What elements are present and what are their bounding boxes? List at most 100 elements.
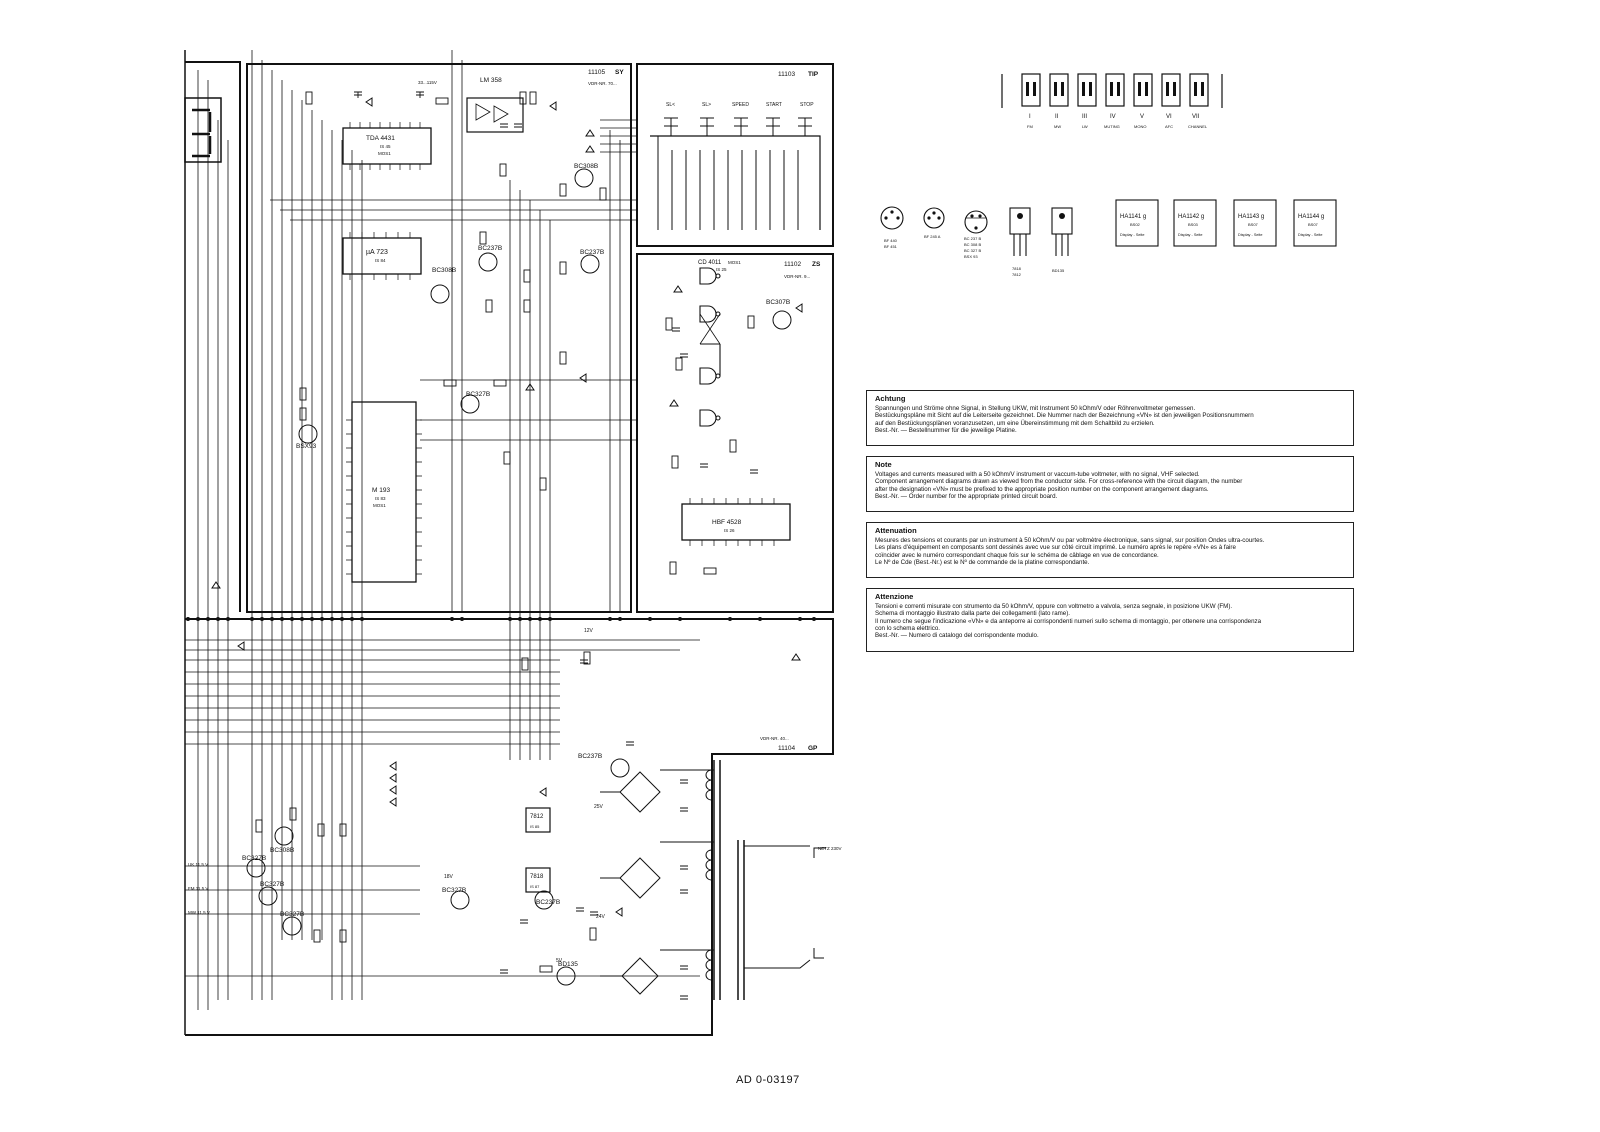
display-part-name: HA1141 g <box>1120 214 1146 220</box>
note-text: Mesures des tensions et courants par un … <box>875 537 1265 566</box>
supply-label: UK 11,5 V <box>188 862 208 867</box>
ic-lm358-label: LM 358 <box>480 77 502 84</box>
note-italian: Attenzione Tensioni e correnti misurate … <box>866 588 1354 652</box>
ic-m193-ref: IS 83 <box>375 496 386 501</box>
display-part-ref: BS07 <box>1308 222 1319 227</box>
ic-ua723-label: µA 723 <box>366 249 388 256</box>
package-label: BD135 <box>1052 268 1065 273</box>
supply-label: NETZ 230V <box>818 846 842 851</box>
document-code: AD 0-03197 <box>736 1074 800 1086</box>
module-gp-number: 11104 <box>778 745 795 752</box>
tip-button-label: SL> <box>702 102 711 108</box>
supply-label: 25V <box>594 804 604 810</box>
module-zs-number: 11102 <box>784 261 801 268</box>
transistor-label: BC327B <box>442 887 466 894</box>
transistor-label: BC308B <box>270 847 294 854</box>
supply-label: 33...115V <box>418 80 437 85</box>
module-sy-tag: SY <box>615 69 624 76</box>
transistor-label: BC327B <box>242 855 266 862</box>
transistor-label: BC237B <box>578 753 602 760</box>
transistor-label: BC307B <box>766 299 790 306</box>
ic-7812-label: 7812 <box>530 814 544 820</box>
module-sy-number: 11105 <box>588 69 605 76</box>
package-label: BSX 93 <box>964 254 978 259</box>
switch-function: MW <box>1054 124 1061 129</box>
supply-label: FM 11,5 V <box>188 886 208 891</box>
module-gp-tag: GP <box>808 745 818 752</box>
note-english: Note Voltages and currents measured with… <box>866 456 1354 512</box>
tip-button-label: SL< <box>666 102 675 108</box>
ic-cd4011-ref: IS 25 <box>716 267 727 272</box>
transistor-label: BC237B <box>478 245 502 252</box>
package-label: 7812 <box>1012 272 1022 277</box>
display-part-name: HA1143 g <box>1238 214 1264 220</box>
transistor-label: BC327B <box>280 911 304 918</box>
package-label: BF 451 <box>884 244 898 249</box>
module-gp-vdr: VDR-NR. 40... <box>760 736 789 741</box>
note-heading: Achtung <box>875 394 906 403</box>
supply-label: 12V <box>584 628 594 634</box>
switch-numeral: VII <box>1192 114 1200 120</box>
note-heading: Note <box>875 460 892 469</box>
display-part-side: Display - Seite <box>1120 233 1144 237</box>
ic-7818-ref: IS 87 <box>530 884 540 889</box>
package-label: BC 308 B <box>964 242 981 247</box>
switch-numeral: I <box>1029 114 1031 120</box>
supply-label: MW 11,5 V <box>188 910 210 915</box>
ic-cd4011-sub: MOS1 <box>728 260 741 265</box>
display-part-side: Display - Seite <box>1298 233 1322 237</box>
supply-label: 5V <box>556 958 563 964</box>
ic-hbf4528-ref: IS 26 <box>724 528 735 533</box>
transistor-label: BSX93 <box>296 443 317 450</box>
package-label: BC 237 B <box>964 236 981 241</box>
display-part-ref: BS03 <box>1188 222 1199 227</box>
note-heading: Attenzione <box>875 592 914 601</box>
note-french: Attenuation Mesures des tensions et cour… <box>866 522 1354 578</box>
switch-numeral: IV <box>1110 114 1116 120</box>
ic-tda4431-label: TDA 4431 <box>366 135 395 142</box>
note-text: Tensioni e correnti misurate con strumen… <box>875 603 1262 640</box>
display-part-name: HA1144 g <box>1298 214 1324 220</box>
switch-numeral: II <box>1055 114 1059 120</box>
transistor-label: BC237B <box>536 899 560 906</box>
package-label: 7818 <box>1012 266 1022 271</box>
ic-tda4431-sub: MOS1 <box>378 151 391 156</box>
transistor-label: BC308B <box>432 267 456 274</box>
package-label: BF 245 A <box>924 234 941 239</box>
switch-function: FM <box>1027 124 1033 129</box>
ic-hbf4528-label: HBF 4528 <box>712 519 742 526</box>
switch-numeral: V <box>1140 114 1144 120</box>
display-part-side: Display - Seite <box>1178 233 1202 237</box>
package-label: BF 440 <box>884 238 898 243</box>
module-zs-tag: ZS <box>812 261 821 268</box>
ic-m193-sub: MOS1 <box>373 503 386 508</box>
display-part-name: HA1142 g <box>1178 214 1204 220</box>
ic-ua723-ref: IS 84 <box>375 258 386 263</box>
switch-numeral: VI <box>1166 114 1172 120</box>
ic-7812-ref: IS 85 <box>530 824 540 829</box>
switch-function: MUTING <box>1104 124 1120 129</box>
transistor-label: BC327B <box>260 881 284 888</box>
switch-function: MONO <box>1134 124 1146 129</box>
ic-7818-label: 7818 <box>530 874 544 880</box>
note-heading: Attenuation <box>875 526 917 535</box>
tip-button-label: STOP <box>800 102 814 108</box>
transistor-label: BC237B <box>580 249 604 256</box>
module-zs-vdr: VDR-NR. 9... <box>784 274 810 279</box>
module-tip-number: 11103 <box>778 71 795 78</box>
note-text: Voltages and currents measured with a 50… <box>875 471 1243 500</box>
module-sy-vdr: VDR-NR. 70... <box>588 81 617 86</box>
ic-tda4431-ref: IS 45 <box>380 144 391 149</box>
display-part-ref: BS07 <box>1248 222 1259 227</box>
switch-numeral: III <box>1082 114 1087 120</box>
display-part-ref: BS02 <box>1130 222 1141 227</box>
note-german: Achtung Spannungen und Ströme ohne Signa… <box>866 390 1354 446</box>
tip-button-label: START <box>766 102 782 108</box>
transistor-label: BD135 <box>558 961 578 968</box>
display-part-side: Display - Seite <box>1238 233 1262 237</box>
ic-cd4011-label: CD 4011 <box>698 260 722 266</box>
package-label: BC 327 B <box>964 248 981 253</box>
tip-button-label: SPEED <box>732 102 749 108</box>
switch-function: CHANNEL <box>1188 124 1208 129</box>
